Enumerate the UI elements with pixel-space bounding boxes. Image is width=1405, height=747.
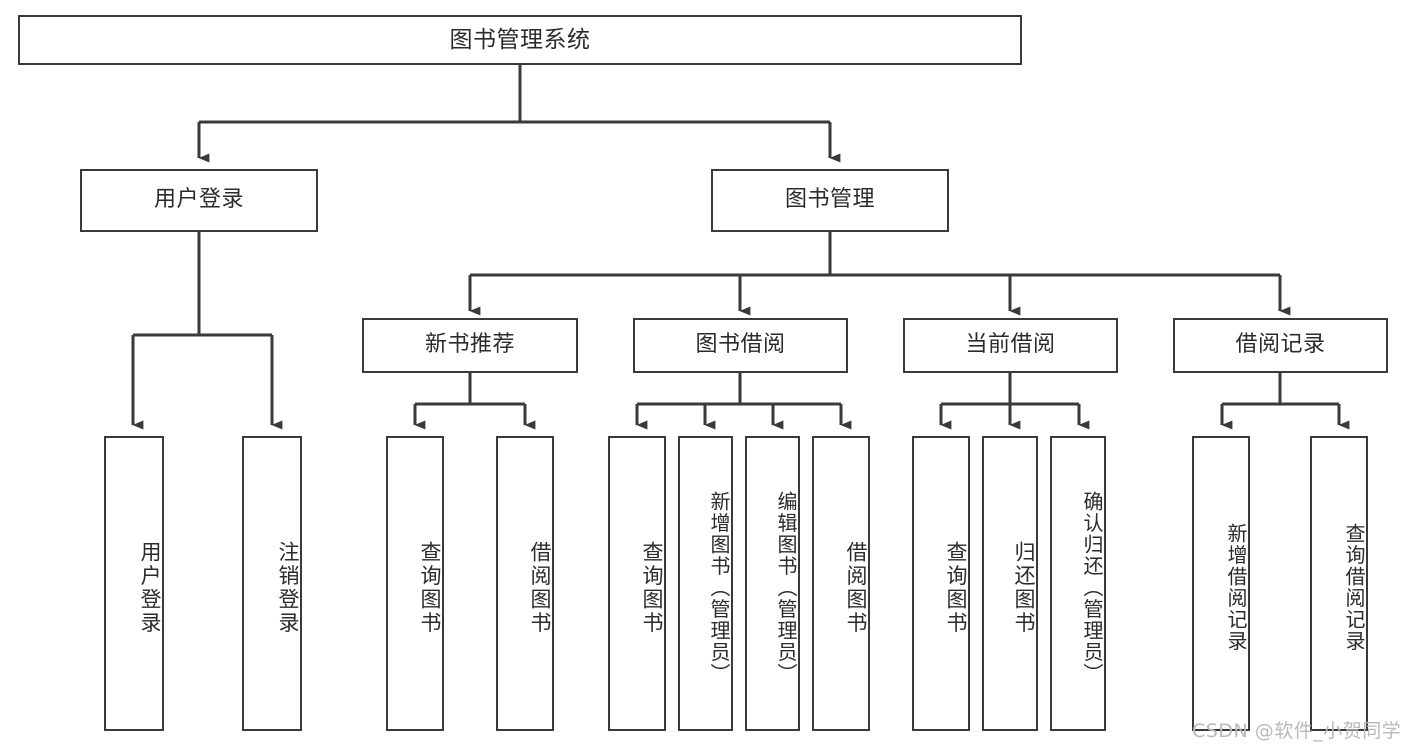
leaf-borrow-add-book-admin[interactable]: 新增图书（管理员）: [678, 436, 733, 731]
leaf-current-query-book[interactable]: 查询图书: [912, 436, 970, 731]
node-root-system[interactable]: 图书管理系统: [18, 15, 1022, 65]
leaf-user-login-signout[interactable]: 注销登录: [242, 436, 302, 731]
leaf-recommend-borrow-book[interactable]: 借阅图书: [496, 436, 554, 731]
node-book-management[interactable]: 图书管理: [711, 169, 949, 232]
node-borrow-record[interactable]: 借阅记录: [1173, 318, 1388, 373]
leaf-borrow-borrow-book[interactable]: 借阅图书: [812, 436, 870, 731]
leaf-current-confirm-return-admin[interactable]: 确认归还（管理员）: [1050, 436, 1106, 731]
leaf-borrow-query-book[interactable]: 查询图书: [608, 436, 666, 731]
node-current-borrow[interactable]: 当前借阅: [903, 318, 1118, 373]
leaf-recommend-query-book[interactable]: 查询图书: [386, 436, 444, 731]
node-user-login[interactable]: 用户登录: [80, 169, 318, 232]
node-book-borrow[interactable]: 图书借阅: [633, 318, 848, 373]
leaf-record-add-borrow-record[interactable]: 新增借阅记录: [1192, 436, 1250, 731]
leaf-borrow-edit-book-admin[interactable]: 编辑图书（管理员）: [745, 436, 800, 731]
node-new-book-recommend[interactable]: 新书推荐: [362, 318, 578, 373]
leaf-user-login-signin[interactable]: 用户登录: [104, 436, 164, 731]
leaf-current-return-book[interactable]: 归还图书: [982, 436, 1038, 731]
leaf-record-query-borrow-record[interactable]: 查询借阅记录: [1310, 436, 1368, 731]
csdn-watermark: CSDN @软件_小贺同学: [1192, 720, 1402, 742]
